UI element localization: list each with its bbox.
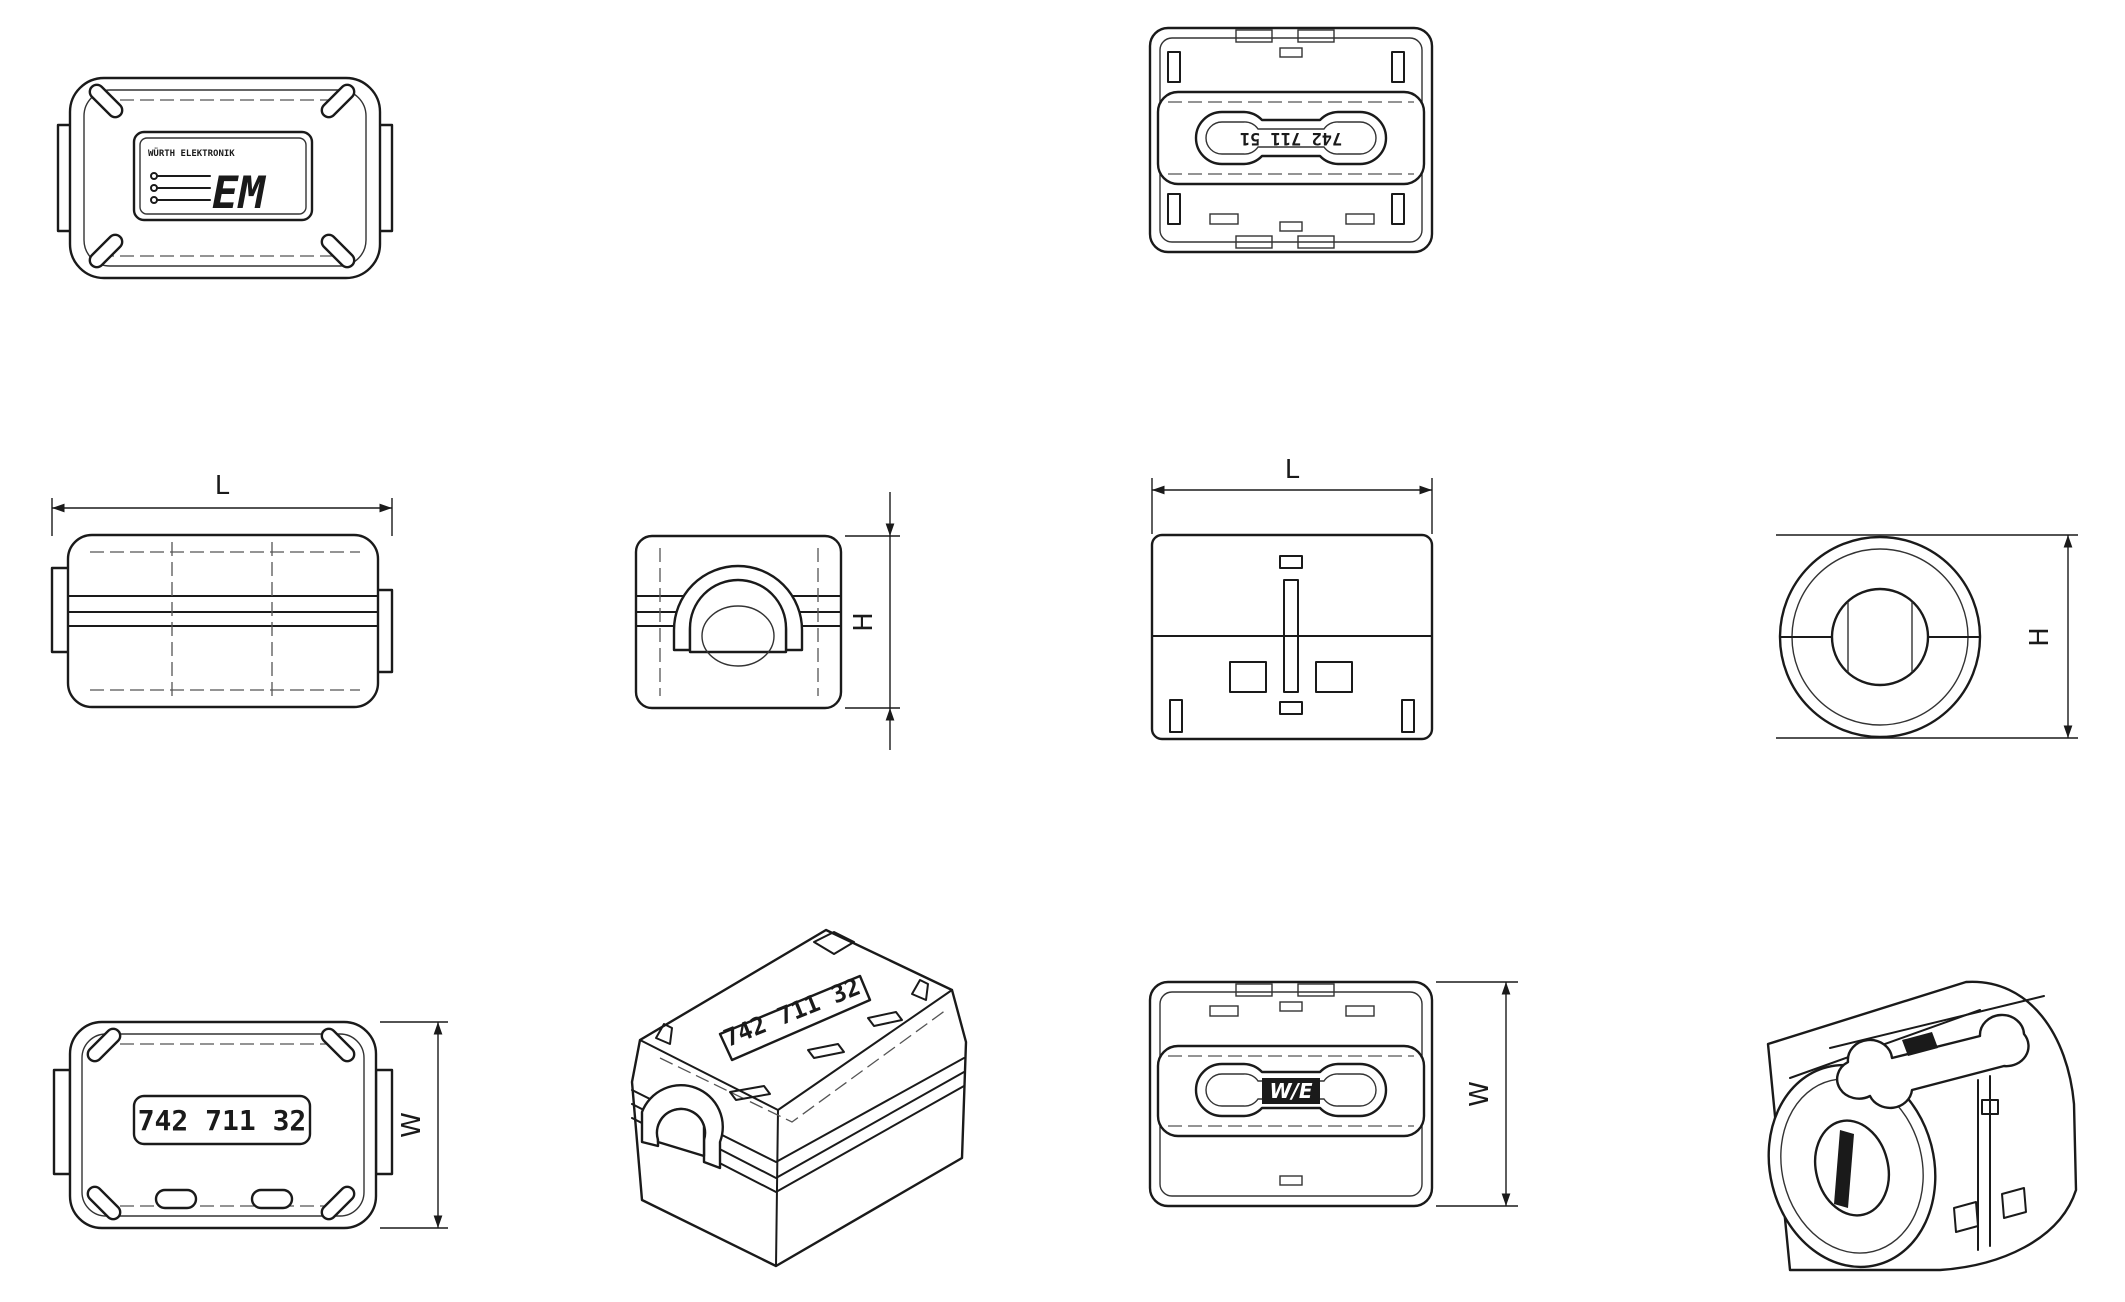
top-view-monogram: W/E W: [1148, 980, 1518, 1208]
badge-mark-text: EM: [212, 168, 266, 219]
top-view-logo: WÜRTH ELEKTRONIK EM: [56, 76, 394, 280]
dimension-height-round: H: [1776, 534, 2078, 739]
isometric-round-view: [1766, 980, 2078, 1272]
dimension-length-left: L: [51, 471, 393, 536]
end-view-round: H: [1776, 534, 2078, 739]
isometric-view: 742 711 32: [630, 928, 968, 1268]
dimension-label-l: L: [215, 471, 230, 501]
bottom-part-number: 742 711 32: [138, 1104, 307, 1137]
dimension-height-clip: H: [845, 492, 900, 750]
dimension-length-center: L: [1151, 455, 1433, 534]
corner-slot-marks: [88, 83, 356, 269]
monogram-text: W/E: [1269, 1079, 1312, 1103]
dimension-label-h-clip: H: [849, 612, 879, 632]
dimension-label-w-monogram: W: [1465, 1081, 1495, 1107]
dimension-label-h-round: H: [2025, 627, 2055, 647]
bottom-view-part-number: 742 711 32 W: [52, 1020, 448, 1230]
dimension-width-monogram: W: [1436, 981, 1518, 1207]
logo-badge: WÜRTH ELEKTRONIK EM: [132, 130, 314, 222]
dimension-label-w-bottom: W: [397, 1112, 427, 1138]
front-view-length: L: [1150, 455, 1434, 741]
dimension-label-l-front: L: [1285, 455, 1300, 485]
end-view-clip: H: [634, 492, 900, 750]
badge-brand-text: WÜRTH ELEKTRONIK: [148, 148, 235, 159]
top-view-cable-slot: 742 711 51: [1148, 26, 1434, 254]
side-view-length: L: [50, 471, 394, 709]
slot-part-number: 742 711 51: [1240, 128, 1342, 148]
dimension-width-bottom: W: [380, 1021, 448, 1229]
